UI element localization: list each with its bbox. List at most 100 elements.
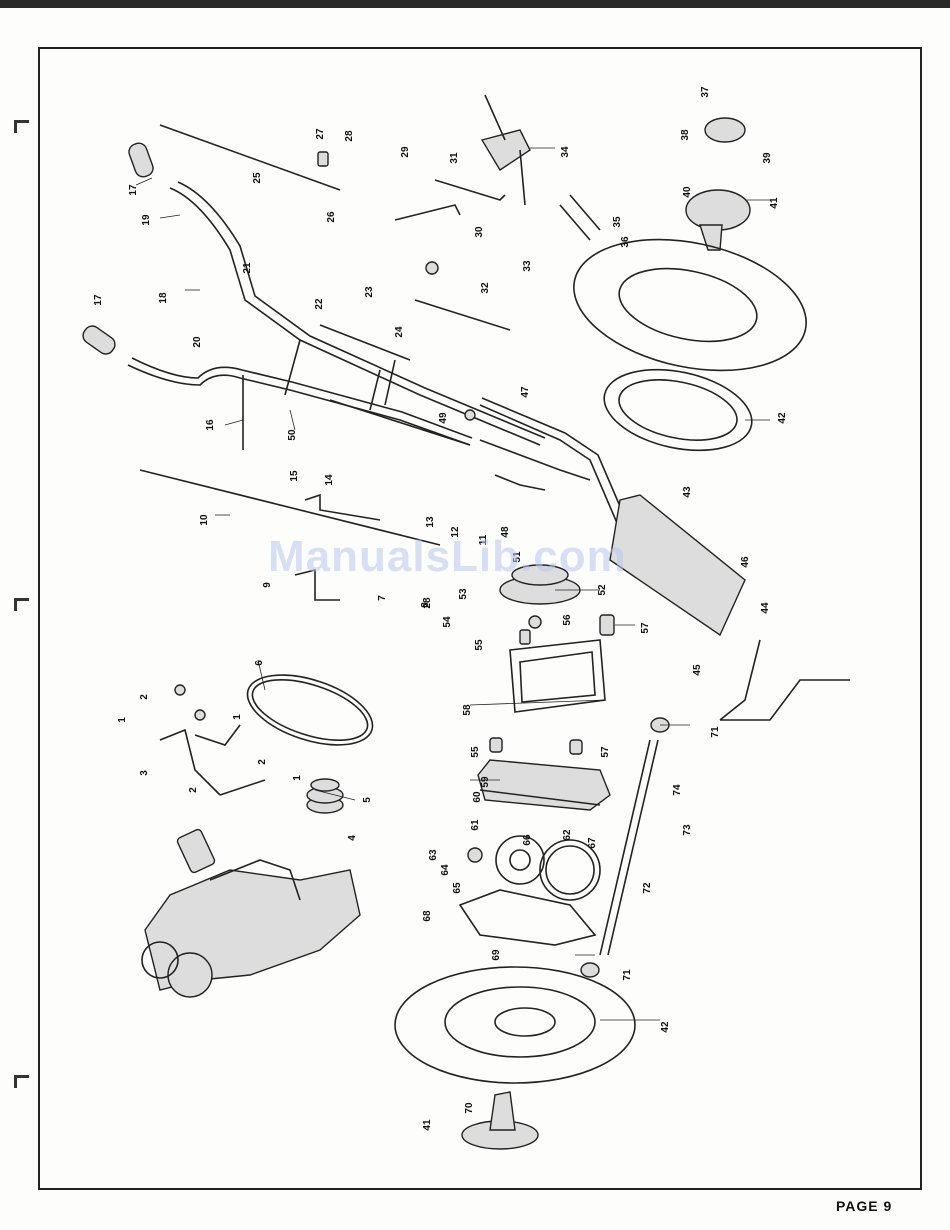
- part-number-label: 66: [522, 834, 533, 846]
- part-number-label: 13: [425, 516, 436, 528]
- part-number-label: 6: [254, 660, 265, 666]
- part-number-label: 46: [740, 556, 751, 568]
- part-number-label: 40: [682, 186, 693, 198]
- gear-case: [478, 760, 610, 810]
- watermark: ManualsLib.com: [268, 532, 627, 582]
- part-number-label: 71: [622, 969, 633, 981]
- part-number-label: 58: [462, 704, 473, 716]
- part-number-label: 17: [93, 294, 104, 306]
- part-number-label: 59: [480, 776, 491, 788]
- part-number-label: 73: [682, 824, 693, 836]
- gears: [468, 836, 600, 900]
- part-number-label: 26: [326, 211, 337, 223]
- part-number-label: 23: [364, 286, 375, 298]
- part-number-label: 37: [700, 86, 711, 98]
- part-number-label: 47: [520, 386, 531, 398]
- part-number-label: 68: [422, 910, 433, 922]
- part-number-label: 70: [464, 1102, 475, 1114]
- part-number-label: 38: [680, 129, 691, 141]
- part-number-label: 15: [289, 470, 300, 482]
- tire-lower: [395, 967, 635, 1083]
- part-number-label: 64: [440, 864, 451, 876]
- part-number-label: 39: [762, 152, 773, 164]
- part-number-label: 2: [139, 694, 150, 700]
- shift-plate: [482, 95, 530, 205]
- wheel-hub-lower: [462, 1092, 538, 1149]
- page-number: PAGE 9: [836, 1198, 892, 1214]
- part-number-label: 25: [252, 172, 263, 184]
- part-number-label: 60: [472, 791, 483, 803]
- part-number-label: 50: [287, 429, 298, 441]
- part-number-label: 32: [480, 282, 491, 294]
- part-number-label: 65: [452, 882, 463, 894]
- small-linkages: [160, 152, 614, 795]
- part-number-label: 56: [562, 614, 573, 626]
- part-number-label: 67: [587, 837, 598, 849]
- transmission-frame: [510, 640, 605, 712]
- part-number-label: 41: [769, 197, 780, 209]
- part-number-label: 4: [347, 835, 358, 841]
- part-number-label: 57: [640, 622, 651, 634]
- part-number-label: 19: [141, 214, 152, 226]
- part-number-label: 24: [394, 326, 405, 338]
- part-number-label: 43: [682, 486, 693, 498]
- part-number-label: 22: [314, 298, 325, 310]
- part-number-label: 10: [199, 514, 210, 526]
- handlebar-lower: [128, 358, 472, 445]
- engine: [142, 828, 360, 997]
- handle-grip: [127, 141, 156, 179]
- part-number-label: 41: [422, 1119, 433, 1131]
- part-number-label: 53: [458, 588, 469, 600]
- part-number-label: 29: [400, 146, 411, 158]
- part-number-label: 57: [600, 746, 611, 758]
- axle-bracket: [610, 495, 850, 720]
- part-number-label: 2: [257, 759, 268, 765]
- brackets: [395, 180, 600, 330]
- part-number-label: 2: [188, 787, 199, 793]
- part-number-label: 17: [128, 184, 139, 196]
- part-number-label: 55: [474, 639, 485, 651]
- part-number-label: 27: [315, 128, 326, 140]
- part-number-label: 7: [377, 595, 388, 601]
- part-number-label: 34: [560, 146, 571, 158]
- part-number-label: 5: [362, 797, 373, 803]
- part-number-label: 55: [470, 746, 481, 758]
- part-number-label: 16: [205, 419, 216, 431]
- gasket: [460, 890, 595, 945]
- control-rod: [160, 125, 340, 190]
- part-number-label: 36: [620, 236, 631, 248]
- part-number-label: 54: [442, 616, 453, 628]
- part-number-label: 52: [597, 584, 608, 596]
- axle-shaft: [600, 740, 650, 955]
- part-number-label: 61: [470, 819, 481, 831]
- part-number-label: 14: [324, 474, 335, 486]
- bearing: [581, 963, 599, 977]
- part-number-label: 42: [777, 412, 788, 424]
- part-number-label: 28: [344, 130, 355, 142]
- frame-rail: [480, 398, 628, 530]
- part-number-label: 72: [642, 882, 653, 894]
- part-number-label: 31: [449, 152, 460, 164]
- handlebar-upper: [170, 182, 545, 445]
- part-number-label: 42: [660, 1021, 671, 1033]
- part-number-label: 74: [672, 784, 683, 796]
- handle-grip: [80, 323, 118, 357]
- part-number-label: 69: [491, 949, 502, 961]
- wheel-hub-upper: [686, 118, 750, 250]
- part-number-label: 30: [474, 226, 485, 238]
- part-number-label: 1: [117, 717, 128, 723]
- part-number-label: 9: [262, 582, 273, 588]
- part-number-label: 1: [232, 714, 243, 720]
- part-number-label: 20: [192, 336, 203, 348]
- part-number-label: 49: [438, 412, 449, 424]
- part-number-label: 33: [522, 260, 533, 272]
- part-number-label: 18: [158, 292, 169, 304]
- part-number-label: 45: [692, 664, 703, 676]
- part-number-label: 1: [292, 775, 303, 781]
- tire-upper: [562, 220, 819, 463]
- part-number-label: 62: [562, 829, 573, 841]
- part-number-label: 3: [139, 770, 150, 776]
- part-number-label: 21: [242, 262, 253, 274]
